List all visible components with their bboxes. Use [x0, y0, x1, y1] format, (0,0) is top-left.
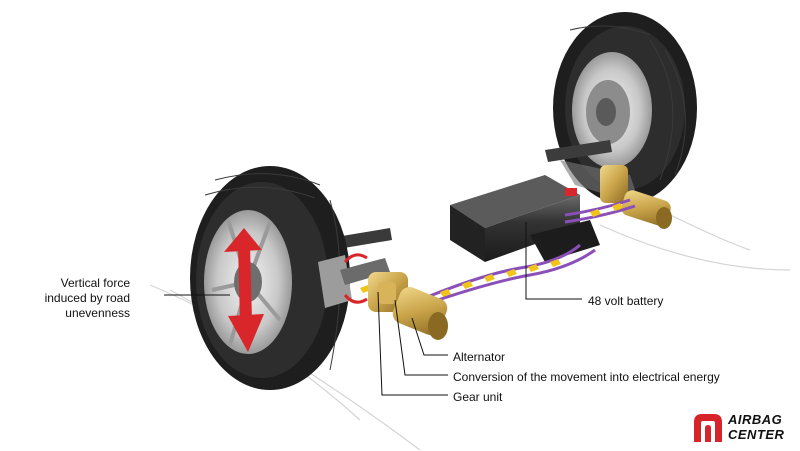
- airbag-center-logo-icon: [694, 414, 722, 442]
- airbag-center-logo: AIRBAG CENTER: [690, 410, 790, 446]
- left-knuckle: [318, 253, 390, 308]
- right-rotary-damper: [600, 165, 672, 229]
- vertical-force-label: Vertical force induced by road unevennes…: [44, 276, 130, 320]
- logo-text-line2: CENTER: [728, 427, 785, 442]
- power-cable: [419, 198, 636, 308]
- right-wheel: [553, 12, 697, 204]
- leader-lines: [164, 222, 582, 396]
- battery-label: 48 volt battery: [588, 294, 664, 308]
- alternator-label: Alternator: [453, 350, 506, 364]
- conversion-label: Conversion of the movement into electric…: [453, 370, 720, 384]
- vertical-force-arrow: [224, 228, 264, 352]
- left-rotary-damper: [368, 272, 448, 340]
- battery-unit: [450, 175, 600, 262]
- logo-text-line1: AIRBAG: [728, 412, 783, 427]
- gear-unit-label: Gear unit: [453, 390, 503, 404]
